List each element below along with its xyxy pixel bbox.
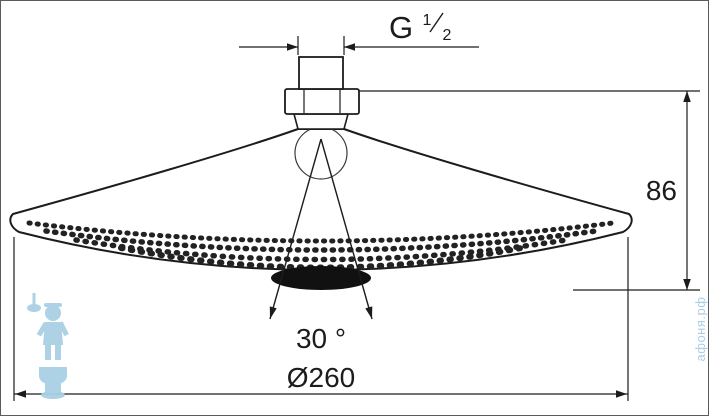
nozzle-row: [43, 228, 599, 253]
spray-angle-dimension: 30 °: [269, 138, 373, 354]
mascot-arm-left: [36, 321, 49, 337]
spray-angle-arrow-right: [365, 306, 373, 319]
nozzle-row: [26, 220, 616, 244]
connection-nut: [284, 88, 360, 115]
spray-angle-line-right: [320, 138, 373, 320]
spray-angle-arrow-left: [269, 306, 277, 319]
thread-size-label: G: [389, 10, 413, 45]
mascot-leg-left: [45, 345, 51, 360]
plunger-cup: [27, 304, 41, 312]
height-dimension-label: 86: [646, 175, 677, 206]
spray-angle-label: 30 °: [296, 323, 346, 354]
head-body: [9, 128, 633, 272]
nut-collar: [292, 113, 350, 130]
thread-fraction-numerator: 1: [423, 12, 432, 29]
thread-arrow-left: [287, 43, 298, 51]
watermark-plumber-logo: [27, 293, 69, 399]
diameter-arrow-left: [15, 390, 26, 398]
toilet-base: [41, 391, 65, 399]
thread-fraction-denominator: 2: [443, 27, 452, 44]
toilet-pedestal: [45, 383, 61, 392]
spray-angle-line-left: [269, 138, 322, 320]
center-spray-ring: [271, 266, 371, 290]
mascot-arm-right: [58, 321, 69, 337]
shower-head: [9, 56, 633, 290]
mascot-torso: [43, 322, 63, 345]
thread-dimension: G 1 2: [239, 10, 479, 55]
thread-fraction-slash: [429, 12, 444, 33]
mascot-cap: [44, 303, 62, 307]
diameter-dimension: Ø260: [13, 237, 629, 401]
diameter-arrow-right: [616, 390, 627, 398]
plunger-handle: [32, 293, 36, 306]
height-dimension: 86: [359, 90, 700, 291]
height-arrow-top: [683, 91, 691, 102]
mascot-leg-right: [55, 345, 61, 360]
thread-arrow-right: [344, 43, 355, 51]
toilet-bowl: [39, 367, 67, 385]
mascot-head: [45, 305, 61, 321]
watermark-site-text: афоня.рф: [693, 296, 708, 362]
height-arrow-bottom: [683, 279, 691, 290]
supply-pipe: [298, 56, 344, 90]
diameter-dimension-label: Ø260: [287, 362, 356, 393]
